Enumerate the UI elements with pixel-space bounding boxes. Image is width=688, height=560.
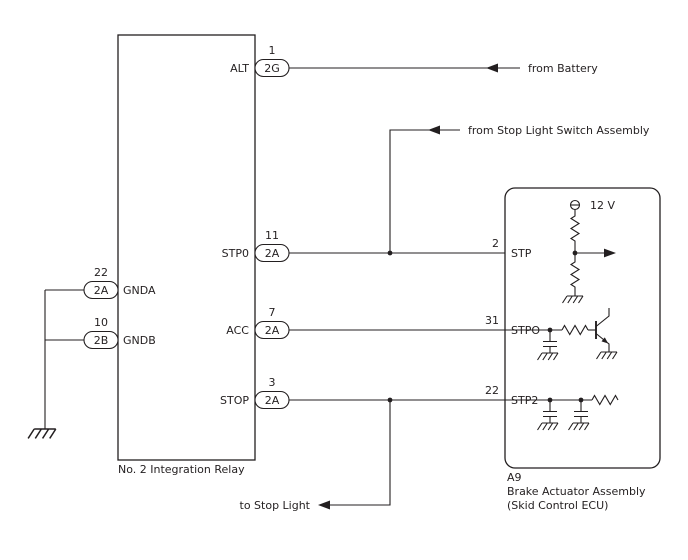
ecu-pin-number-stp: 2 bbox=[492, 237, 499, 250]
relay-pin-alt-label: ALT bbox=[230, 62, 249, 75]
pin-number-alt: 1 bbox=[269, 44, 276, 57]
pin-number-acc: 7 bbox=[269, 306, 276, 319]
supply-12v-label: 12 V bbox=[590, 199, 615, 212]
ground-symbol-main bbox=[27, 428, 57, 440]
connector-pill-alt-label: 2G bbox=[264, 62, 280, 75]
junction-stp-internal bbox=[572, 250, 578, 256]
transistor-emitter bbox=[595, 333, 610, 352]
relay-pin-acc-label: ACC bbox=[226, 324, 249, 337]
capacitor-stp2-1 bbox=[543, 400, 557, 423]
capacitor-stp2-2 bbox=[574, 400, 588, 423]
junction-stp0-branch bbox=[387, 250, 393, 256]
annotation-from-stop-light-switch: from Stop Light Switch Assembly bbox=[468, 124, 650, 137]
arrow-from-stop-light-switch-icon bbox=[428, 125, 440, 135]
relay-pin-gnda-label: GNDA bbox=[123, 284, 156, 297]
pin-number-stp0: 11 bbox=[265, 229, 279, 242]
resistor-stp2 bbox=[591, 394, 619, 406]
annotation-to-stop-light: to Stop Light bbox=[240, 499, 311, 512]
relay-label: No. 2 Integration Relay bbox=[118, 463, 245, 476]
transistor-emitter-arrow-icon bbox=[601, 337, 609, 344]
ecu-pin-number-stpo: 31 bbox=[485, 314, 499, 327]
connector-pill-stp0-label: 2A bbox=[265, 247, 280, 260]
resistor-stpo bbox=[561, 324, 589, 336]
arrow-from-battery-icon bbox=[486, 63, 498, 73]
ecu-box bbox=[504, 187, 661, 469]
branch-to-stop-light bbox=[330, 400, 391, 506]
ecu-name-line2: (Skid Control ECU) bbox=[507, 499, 608, 512]
transistor-collector bbox=[595, 308, 610, 327]
pin-number-gndb: 10 bbox=[94, 316, 108, 329]
ecu-pin-number-stp2: 22 bbox=[485, 384, 499, 397]
ecu-name-line1: Brake Actuator Assembly bbox=[507, 485, 646, 498]
relay-pin-gndb-label: GNDB bbox=[123, 334, 156, 347]
ecu-code: A9 bbox=[507, 471, 522, 484]
branch-stop-light-switch bbox=[389, 129, 460, 253]
capacitor-stpo bbox=[543, 330, 557, 353]
relay-pin-stop-label: STOP bbox=[220, 394, 249, 407]
connector-pill-gnda-label: 2A bbox=[94, 284, 109, 297]
connector-pill-gndb-label: 2B bbox=[94, 334, 109, 347]
annotation-from-battery: from Battery bbox=[528, 62, 598, 75]
pin-number-stop: 3 bbox=[269, 376, 276, 389]
ecu-pin-stp-label: STP bbox=[511, 247, 532, 260]
arrow-stp-internal-icon bbox=[604, 248, 616, 258]
resistor-stp-upper bbox=[569, 209, 581, 253]
connector-pill-stop-label: 2A bbox=[265, 394, 280, 407]
resistor-stp-lower bbox=[569, 253, 581, 296]
relay-pin-stp0-label: STP0 bbox=[222, 247, 249, 260]
connector-pill-acc-label: 2A bbox=[265, 324, 280, 337]
pin-number-gnda: 22 bbox=[94, 266, 108, 279]
relay-box bbox=[117, 34, 256, 461]
arrow-to-stop-light-icon bbox=[318, 500, 330, 510]
